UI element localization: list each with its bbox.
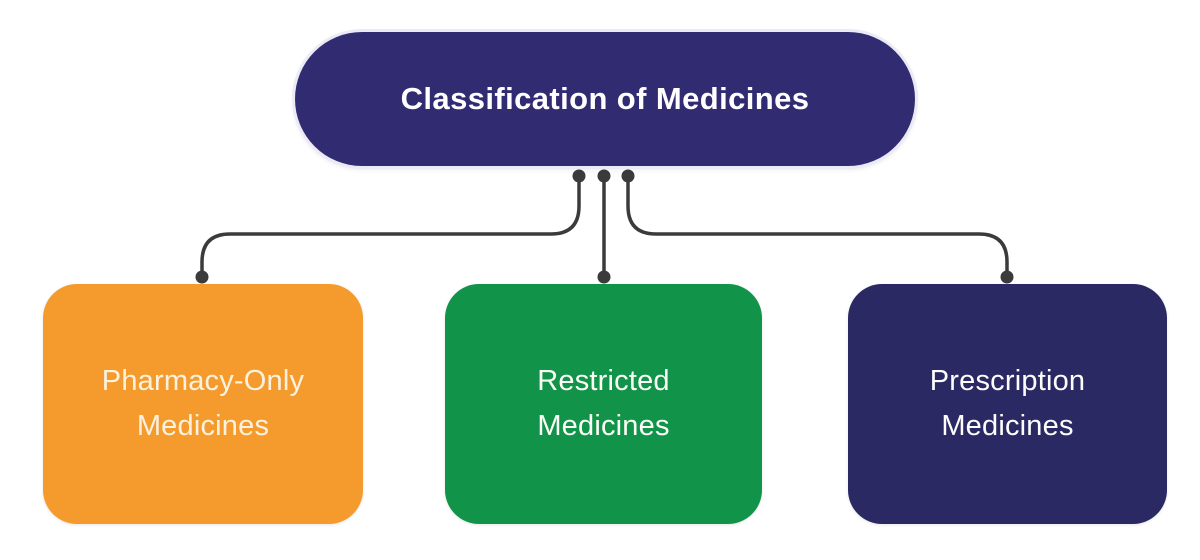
root-node-label: Classification of Medicines xyxy=(400,81,810,116)
node-label-line: Pharmacy-Only xyxy=(101,365,305,397)
node-label-line: Medicines xyxy=(537,410,670,442)
node-label-line: Medicines xyxy=(941,410,1074,442)
node-prescription-medicines: Prescription Medicines xyxy=(848,284,1167,524)
node-label-line: Restricted xyxy=(537,365,670,397)
root-node-classification-of-medicines: Classification of Medicines xyxy=(295,32,915,166)
connector-dot xyxy=(597,270,611,284)
node-label-line: Medicines xyxy=(136,410,270,442)
connector-dot xyxy=(195,270,209,284)
node-label-line: Prescription xyxy=(929,365,1086,397)
connector-root-to-pharmacy xyxy=(200,174,581,279)
connector-dot xyxy=(1000,270,1014,284)
node-pharmacy-only-medicines: Pharmacy-Only Medicines xyxy=(43,284,363,524)
connector-dot xyxy=(572,169,586,183)
connector-dot xyxy=(621,169,635,183)
connector-dot xyxy=(597,169,611,183)
node-restricted-medicines: Restricted Medicines xyxy=(445,284,762,524)
connector-root-to-prescription xyxy=(626,174,1009,279)
